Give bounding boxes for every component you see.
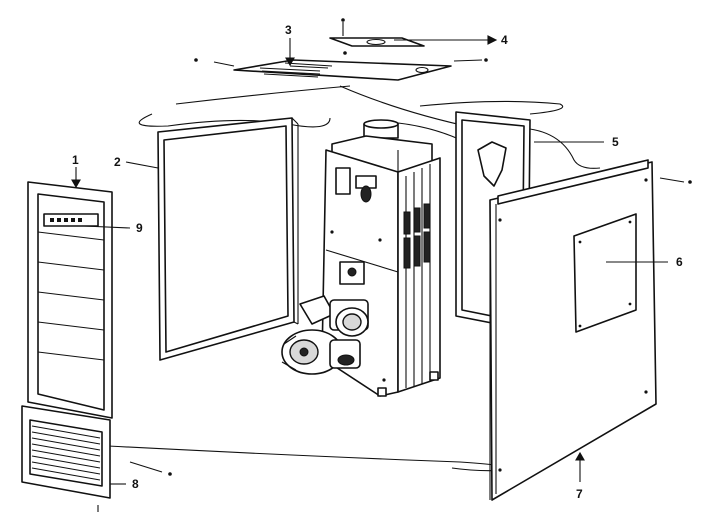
right-side-panel: [489, 159, 692, 501]
left-side-panel: [157, 117, 299, 361]
callout-2: 2: [114, 155, 121, 169]
callout-8: 8: [132, 477, 139, 491]
top-panel: [194, 51, 488, 81]
top-small-plate: [329, 18, 425, 47]
callout-7: 7: [576, 487, 583, 501]
callout-6: 6: [676, 255, 683, 269]
callout-1: 1: [72, 153, 79, 167]
callout-leader-lines: [71, 35, 668, 485]
callout-9: 9: [136, 221, 143, 235]
callout-3: 3: [285, 23, 292, 37]
callout-5: 5: [612, 135, 619, 149]
furnace-core: [321, 119, 441, 397]
access-cover-plate: [573, 213, 637, 333]
burner-motor-assembly: [281, 295, 369, 375]
front-door-panel: [27, 181, 113, 419]
callout-4: 4: [501, 33, 508, 47]
front-grille: [21, 405, 172, 512]
